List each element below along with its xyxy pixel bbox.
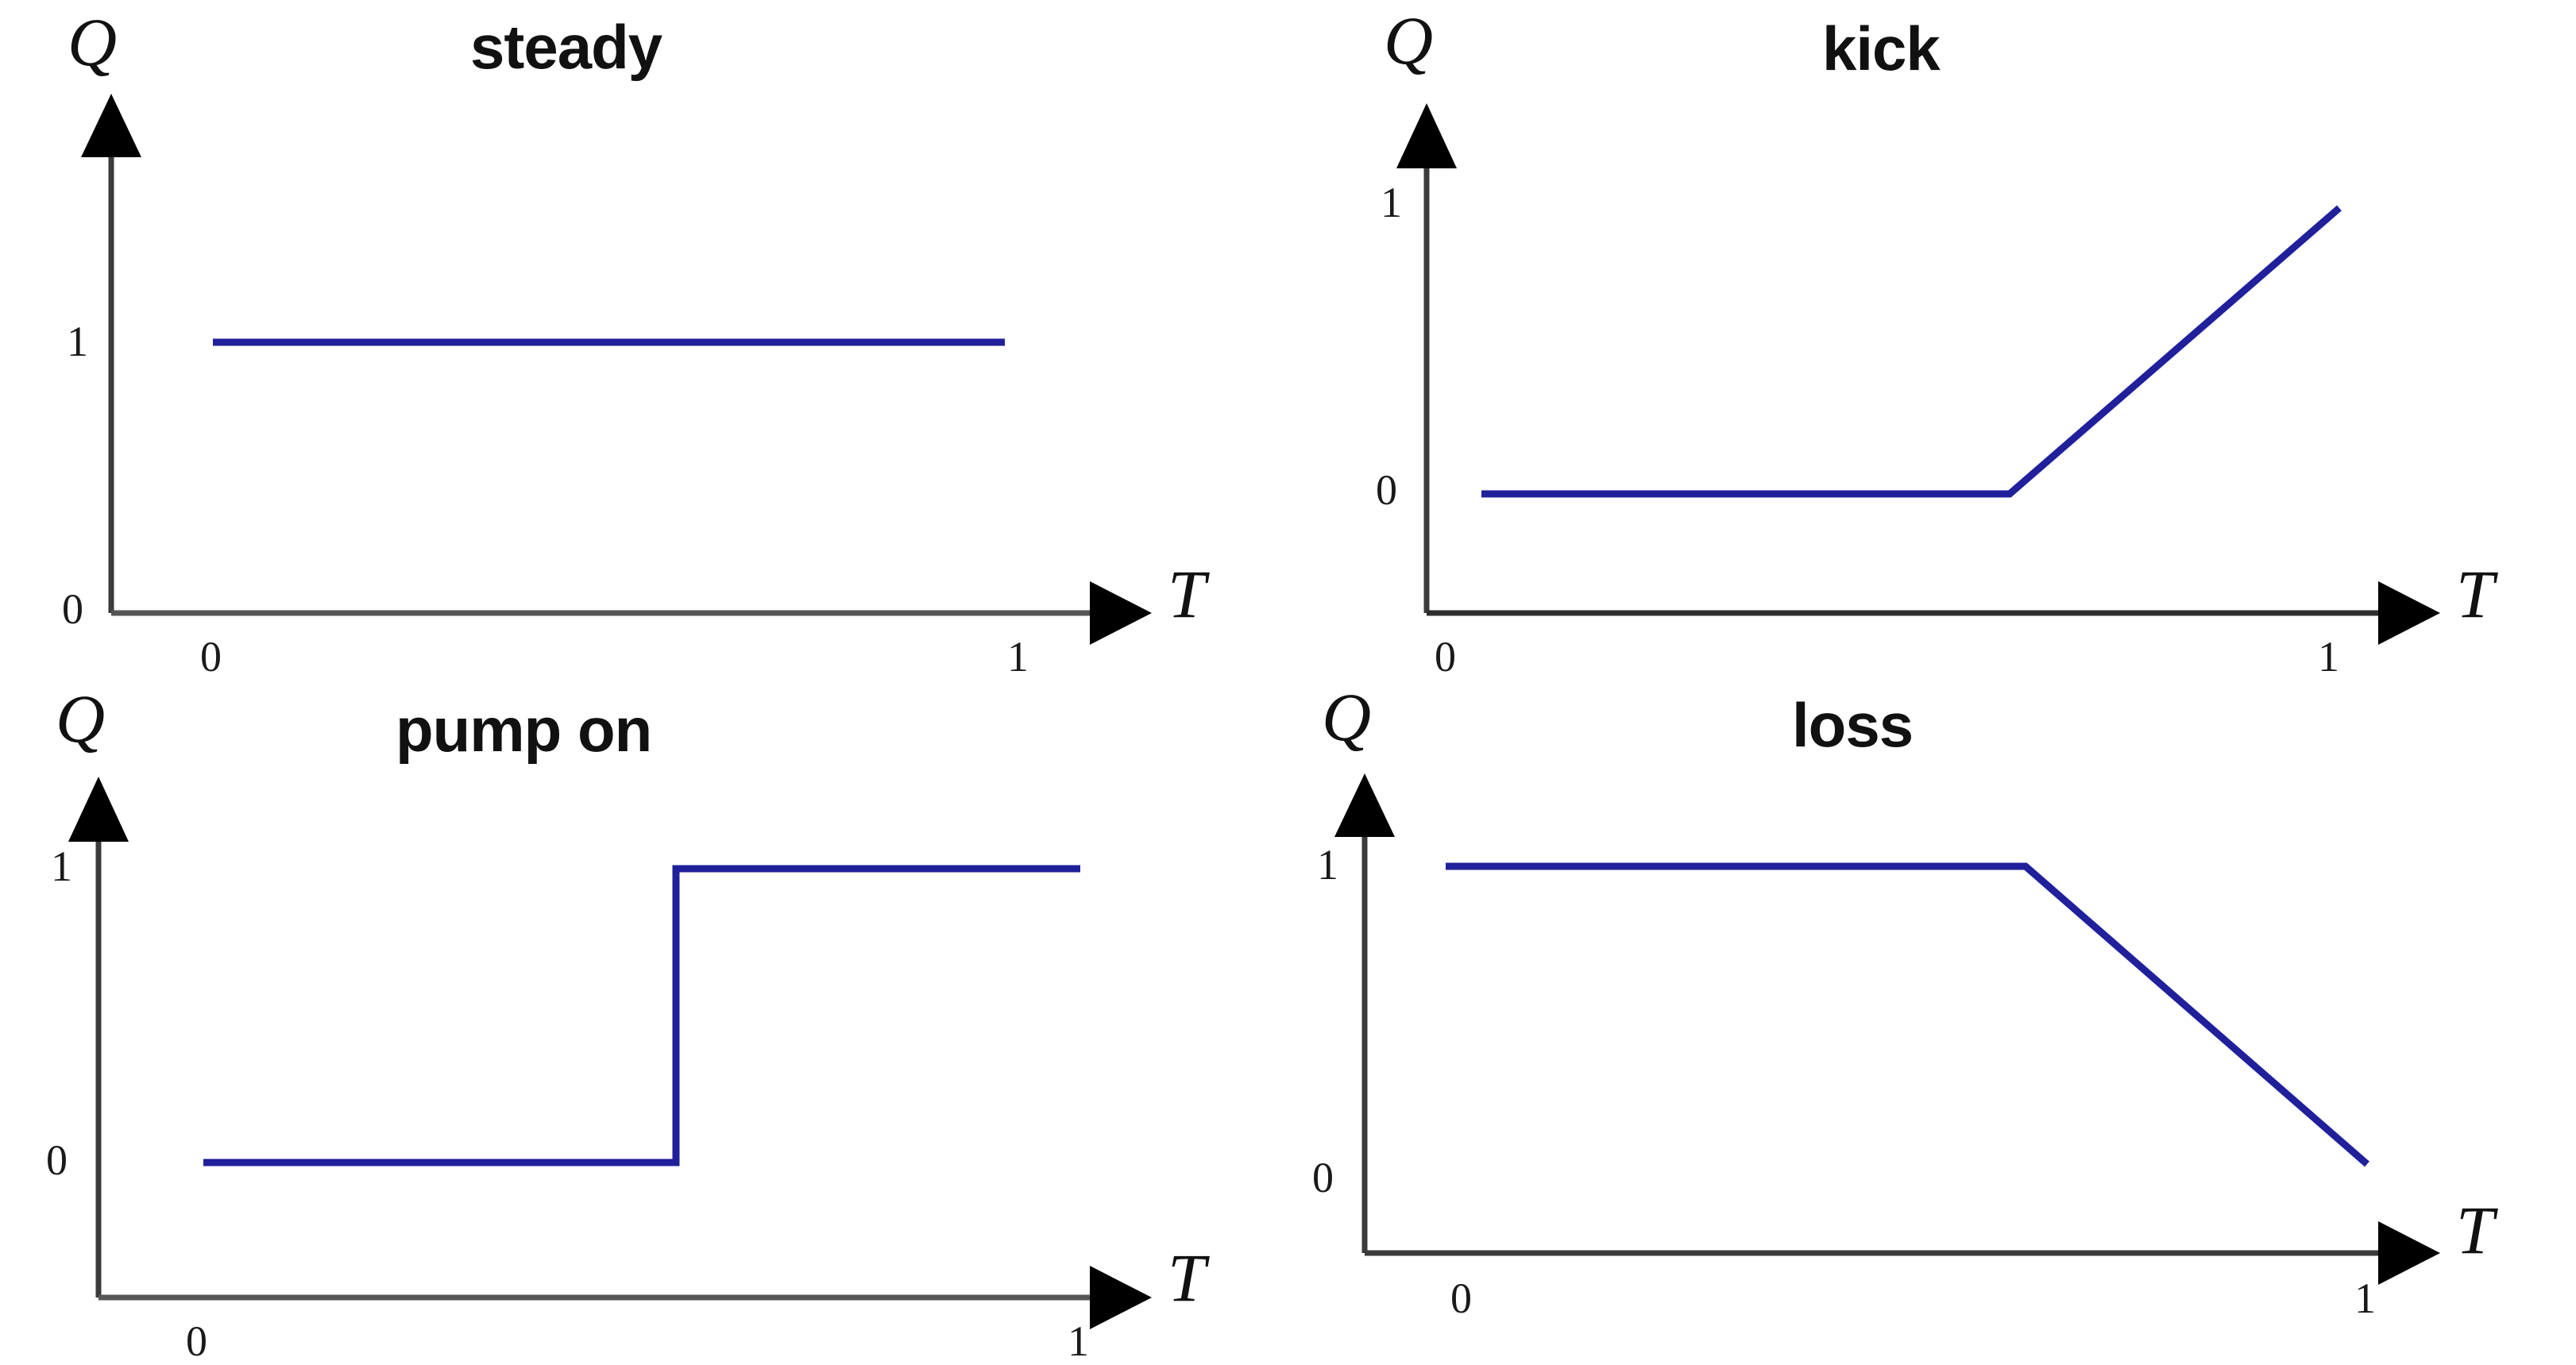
x-tick-label-1: 1	[1068, 1317, 1089, 1365]
x-tick-label-1: 1	[1007, 633, 1029, 681]
x-axis-label: T	[1168, 1240, 1206, 1316]
x-tick-label-0: 0	[1450, 1274, 1472, 1322]
x-tick-label-1: 1	[2318, 633, 2339, 681]
chart-svg-pump-on	[68, 777, 1152, 1329]
y-tick-label-1: 1	[1381, 179, 1402, 226]
panel-title: loss	[1792, 690, 1914, 760]
x-axis-arrowhead-icon	[2378, 1221, 2440, 1285]
x-axis-label: T	[2456, 1192, 2494, 1268]
chart-panel-steady: steady Q T 1 0 0 1	[0, 0, 1288, 679]
y-tick-label-0: 0	[62, 585, 83, 633]
y-tick-label-1: 1	[51, 843, 72, 890]
y-axis-label: Q	[56, 681, 106, 757]
y-axis-arrowhead-icon	[81, 94, 141, 157]
y-axis-arrowhead-icon	[1334, 773, 1395, 837]
y-tick-label-0: 0	[1376, 466, 1397, 514]
chart-svg-steady	[81, 94, 1152, 645]
y-axis-arrowhead-icon	[68, 777, 129, 842]
panel-title: kick	[1822, 13, 1941, 83]
chart-panel-kick: kick Q T 1 0 0 1	[1288, 0, 2576, 679]
x-axis-arrowhead-icon	[1090, 1266, 1152, 1329]
x-axis-label: T	[1168, 556, 1206, 632]
chart-panel-loss: loss Q T 1 0 0 1	[1288, 680, 2576, 1359]
y-tick-label-1: 1	[67, 318, 88, 365]
x-axis-arrowhead-icon	[1090, 581, 1152, 645]
y-axis-label: Q	[1322, 679, 1372, 755]
y-axis-arrowhead-icon	[1396, 103, 1457, 168]
data-series-line	[1446, 862, 2369, 1167]
panel-title: pump on	[396, 695, 652, 765]
data-series-line	[203, 865, 1080, 1166]
y-tick-label-0: 0	[1312, 1154, 1334, 1201]
data-series-line	[1481, 205, 2342, 498]
x-axis-arrowhead-icon	[2378, 581, 2440, 645]
x-tick-label-1: 1	[2354, 1274, 2376, 1322]
panel-title: steady	[470, 12, 662, 82]
x-tick-label-0: 0	[186, 1317, 207, 1365]
y-tick-label-0: 0	[46, 1136, 68, 1184]
x-tick-label-0: 0	[200, 633, 222, 681]
chart-svg-loss	[1334, 773, 2440, 1285]
y-axis-label: Q	[68, 4, 118, 80]
chart-panel-pump-on: pump on Q T 1 0 0 1	[0, 680, 1288, 1363]
x-axis-label: T	[2456, 556, 2494, 632]
x-tick-label-0: 0	[1435, 633, 1456, 681]
y-tick-label-1: 1	[1317, 841, 1338, 889]
chart-svg-kick	[1396, 103, 2440, 645]
y-axis-label: Q	[1384, 2, 1434, 79]
